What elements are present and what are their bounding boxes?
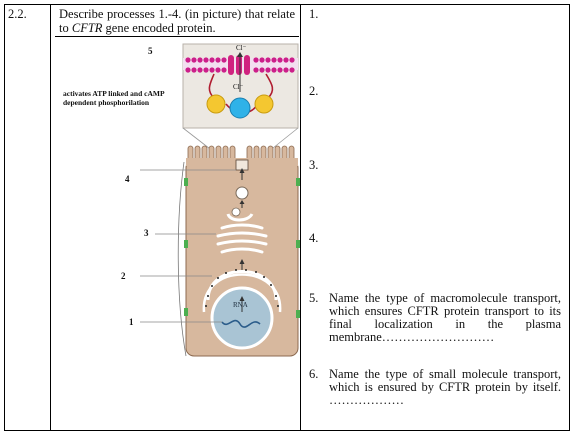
chloride-arrow-head xyxy=(237,52,243,57)
label-5: 5 xyxy=(148,46,153,56)
membrane-lipids xyxy=(185,57,295,73)
cftr-channel xyxy=(228,55,250,75)
golgi-apparatus xyxy=(216,223,268,254)
table-frame xyxy=(4,4,570,431)
question-5: 5. Name the type of macromolecule transp… xyxy=(309,292,561,348)
answer-2: 2. xyxy=(309,84,319,98)
answer-1: 1. xyxy=(309,7,319,21)
label-4: 4 xyxy=(125,174,130,184)
budding-vesicle xyxy=(226,213,254,222)
rna-label: RNA xyxy=(233,301,248,309)
nucleus xyxy=(210,286,274,350)
nbd1-domain xyxy=(206,94,226,114)
figure-caption: activates ATP linked and cAMP dependent … xyxy=(63,89,165,107)
prompt-underline xyxy=(55,36,299,37)
label-2: 2 xyxy=(121,271,126,281)
regulatory-domain xyxy=(229,97,251,119)
chloride-label-top: Cl⁻ xyxy=(236,44,247,52)
label-1: 1 xyxy=(129,317,134,327)
prompt-after: gene encoded protein. xyxy=(102,21,216,35)
gene-name: CFTR xyxy=(71,21,103,35)
chloride-label-mid: Cl⁻ xyxy=(233,83,244,91)
dna-strand xyxy=(221,319,261,328)
question-5-number: 5. xyxy=(309,291,319,305)
answer-4: 4. xyxy=(309,231,319,245)
question-5-text: Name the type of macromolecule transport… xyxy=(329,291,561,344)
column-divider-2 xyxy=(300,4,301,431)
junction-marks xyxy=(184,178,300,318)
ribosomes xyxy=(205,269,279,307)
prompt-before: Describe processes 1.-4. (in picture) th… xyxy=(59,7,295,35)
question-6: 6. Name the type of small molecule trans… xyxy=(309,368,561,418)
nbd2-domain xyxy=(254,94,274,114)
vesicle xyxy=(235,186,249,200)
label-3: 3 xyxy=(144,228,149,238)
question-number: 2.2. xyxy=(8,7,27,21)
lateral-outline xyxy=(177,161,187,357)
question-6-number: 6. xyxy=(309,367,319,381)
linker-right xyxy=(265,73,274,99)
column-divider-1 xyxy=(50,4,51,431)
answer-3: 3. xyxy=(309,158,319,172)
question-6-text: Name the type of small molecule transpor… xyxy=(329,367,561,407)
question-prompt: Describe processes 1.-4. (in picture) th… xyxy=(59,7,295,35)
